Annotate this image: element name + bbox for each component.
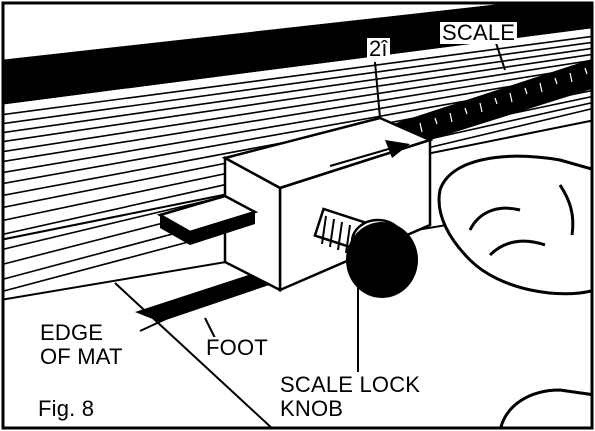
leader-lines [114,39,506,427]
foot-label: FOOT [204,335,270,360]
scale-lock-knob-label-line1: SCALE LOCK [278,372,423,397]
scale-lock-knob-label-line2: KNOB [278,396,346,421]
arrow-right-icon [329,140,410,167]
foot-bar [135,268,290,322]
measure-mark-label: 2î [367,36,390,61]
scale-lock-knob [313,207,418,298]
edge-of-mat-label-line2: OF MAT [38,344,125,369]
figure-number: Fig. 8 [38,396,95,421]
scale-strip [390,59,591,140]
edge-of-mat-label-line1: EDGE [40,320,104,345]
hand-icon [437,154,591,427]
scale-label: SCALE [440,20,518,45]
